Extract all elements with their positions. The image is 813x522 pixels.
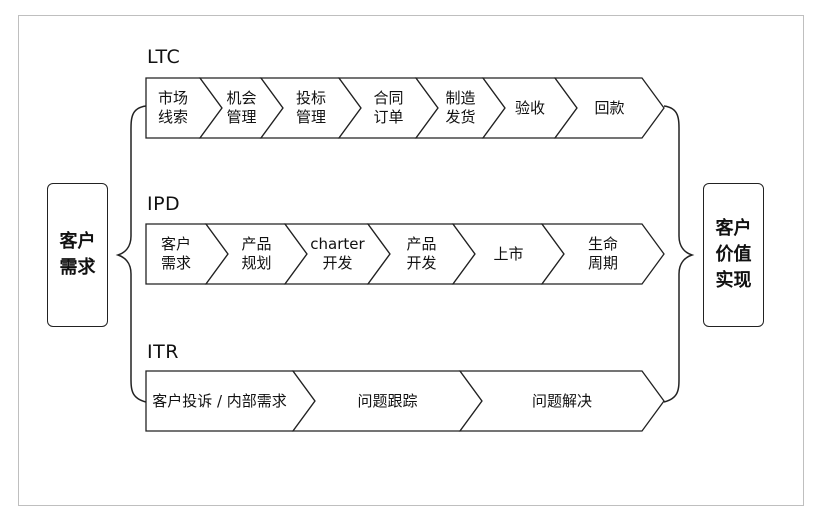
ltc-stage-7-label: 回款 xyxy=(594,98,625,117)
ltc-process-label: LTC xyxy=(147,46,181,68)
ltc-stage-4-label: 合同 订单 xyxy=(373,89,404,126)
diagram-frame xyxy=(18,15,804,506)
ipd-stage-6-shape xyxy=(540,223,665,285)
ipd-stage-5-label: 上市 xyxy=(493,244,524,263)
itr-stage-2-label: 问题跟踪 xyxy=(357,391,418,410)
itr-stage-1-label: 客户投诉 / 内部需求 xyxy=(152,391,287,410)
ltc-stage-5-label: 制造 发货 xyxy=(445,89,476,126)
ltc-stage-7-shape xyxy=(553,77,665,139)
ipd-stage-6-label: 生命 周期 xyxy=(587,235,618,272)
right-brace xyxy=(663,105,695,403)
ipd-stage-3-label: charter 开发 xyxy=(310,235,365,272)
customer-demand-box: 客户 需求 xyxy=(47,183,108,327)
customer-value-box: 客户 价值 实现 xyxy=(703,183,764,327)
ipd-process-label: IPD xyxy=(147,193,181,215)
ltc-stage-6-label: 验收 xyxy=(514,98,545,117)
customer-demand-label: 客户 需求 xyxy=(59,231,96,278)
ltc-stage-2-label: 机会 管理 xyxy=(226,89,257,126)
ipd-stage-2-label: 产品 规划 xyxy=(241,235,272,272)
ipd-stage-4-label: 产品 开发 xyxy=(406,235,437,272)
itr-process-label: ITR xyxy=(147,341,179,363)
left-brace xyxy=(115,105,147,403)
itr-stage-3-label: 问题解决 xyxy=(531,391,592,410)
ltc-stage-1-label: 市场 线索 xyxy=(157,89,188,126)
customer-value-label: 客户 价值 实现 xyxy=(715,218,752,291)
itr-stage-3-shape xyxy=(458,370,665,432)
ipd-stage-1-label: 客户 需求 xyxy=(160,235,191,272)
ltc-stage-3-label: 投标 管理 xyxy=(295,89,326,126)
